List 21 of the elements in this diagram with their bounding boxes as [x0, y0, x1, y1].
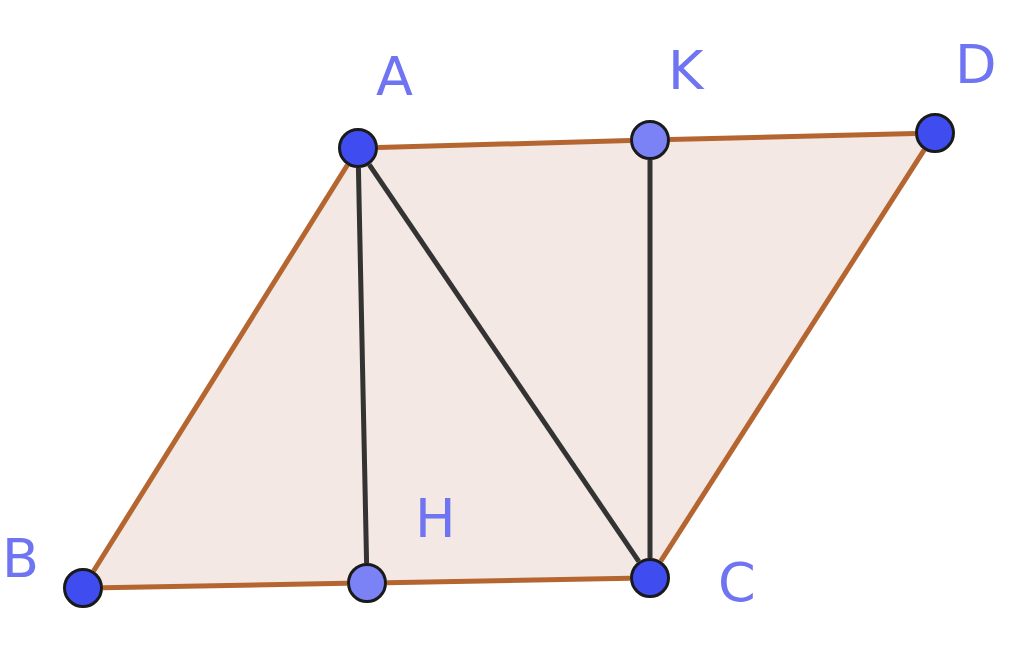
- point-label: K: [668, 44, 704, 98]
- point: [338, 128, 378, 168]
- line-segment: [102, 580, 348, 591]
- line-segment: [91, 163, 350, 573]
- point: [63, 568, 103, 608]
- line-segment: [355, 167, 370, 564]
- point-label: B: [2, 532, 40, 586]
- point-label: A: [376, 50, 413, 104]
- point-label: C: [718, 556, 756, 610]
- point: [630, 120, 670, 160]
- point: [630, 558, 670, 598]
- line-segment: [367, 163, 641, 563]
- line-segment: [658, 148, 927, 563]
- point: [915, 113, 955, 153]
- line-segment: [669, 131, 916, 142]
- line-segment: [386, 575, 631, 586]
- point-label: D: [955, 38, 997, 92]
- point-label: H: [415, 492, 456, 546]
- line-segment: [377, 138, 631, 150]
- point: [347, 563, 387, 603]
- line-segment: [647, 160, 653, 558]
